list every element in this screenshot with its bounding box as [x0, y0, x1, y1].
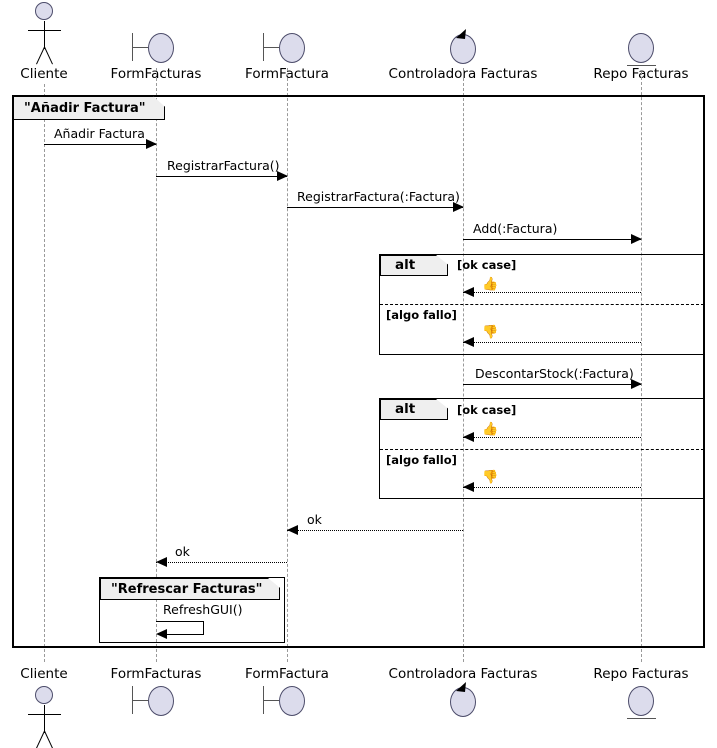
self-message-line-top	[156, 621, 204, 622]
lifeline-controladora	[463, 68, 464, 662]
participant-label-repo-facturas-bottom: Repo Facturas	[593, 666, 689, 682]
arrow-head-left	[287, 525, 298, 535]
message-label-thumbs-up: 👍	[482, 277, 499, 292]
message-line-registrarfactura	[156, 176, 287, 177]
alt-divider-2	[380, 449, 704, 450]
fragment-alt-2	[379, 398, 705, 499]
message-label-registrarfactura-factura: RegistrarFactura(:Factura)	[297, 189, 460, 204]
arrow-head-left	[156, 629, 167, 639]
arrow-head-right	[146, 139, 157, 149]
participant-label-formfacturas-bottom: FormFacturas	[110, 666, 202, 682]
boundary-icon	[262, 33, 314, 65]
arrow-head-right	[453, 202, 464, 212]
fragment-anadir-factura	[12, 95, 705, 648]
actor-stick-figure-icon	[28, 686, 61, 748]
message-line-ok-return-2	[463, 437, 641, 438]
entity-icon	[627, 686, 658, 722]
actor-stick-figure-icon	[28, 2, 61, 65]
lifeline-formfactura	[287, 68, 288, 662]
message-line-anadir-factura	[44, 144, 156, 145]
alt-divider-1	[380, 304, 704, 305]
participant-label-formfactura-bottom: FormFactura	[245, 666, 329, 682]
message-label-anadir-factura: Añadir Factura	[54, 126, 145, 141]
boundary-icon	[262, 686, 314, 718]
guard-ok-case-2: [ok case]	[457, 403, 517, 417]
arrow-head-left	[463, 432, 474, 442]
message-line-fail-return-2	[463, 487, 641, 488]
arrow-head-right	[277, 171, 288, 181]
entity-icon	[627, 33, 658, 69]
lifeline-formfacturas	[156, 68, 157, 662]
message-line-ok-1	[287, 530, 463, 531]
arrow-head-left	[463, 482, 474, 492]
message-label-thumbs-down: 👎	[482, 325, 499, 340]
message-label-ok-2: ok	[175, 544, 190, 559]
control-icon	[449, 29, 483, 65]
guard-ok-case-1: [ok case]	[457, 258, 517, 272]
participant-label-controladora-facturas: Controladora Facturas	[388, 66, 538, 82]
arrow-head-left	[463, 287, 474, 297]
message-label-thumbs-up: 👍	[482, 422, 499, 437]
arrow-head-right	[631, 234, 642, 244]
message-label-ok-1: ok	[307, 512, 322, 527]
fragment-label-refrescar-facturas: "Refrescar Facturas"	[100, 578, 280, 600]
message-line-registrarfactura-factura	[287, 207, 463, 208]
participant-label-controladora-facturas-bottom: Controladora Facturas	[388, 666, 538, 682]
message-line-fail-return-1	[463, 342, 641, 343]
participant-label-cliente-bottom: Cliente	[20, 666, 68, 682]
boundary-icon	[131, 33, 183, 65]
control-icon	[449, 682, 483, 718]
message-label-refreshgui: RefreshGUI()	[163, 602, 243, 617]
fragment-label-alt-1: alt	[380, 255, 448, 276]
fragment-label-alt-2: alt	[380, 399, 448, 420]
fragment-label-anadir-factura: "Añadir Factura"	[13, 96, 165, 120]
self-message-line-right	[203, 621, 204, 635]
lifeline-repofacturas	[641, 72, 642, 662]
participant-label-repo-facturas: Repo Facturas	[593, 66, 689, 82]
lifeline-cliente	[44, 84, 45, 662]
message-label-thumbs-down: 👎	[482, 470, 499, 485]
arrow-head-left	[463, 337, 474, 347]
message-line-descontarstock	[463, 384, 641, 385]
message-line-add-factura	[463, 239, 641, 240]
message-label-descontarstock: DescontarStock(:Factura)	[475, 366, 634, 381]
message-line-ok-return-1	[463, 292, 641, 293]
arrow-head-right	[631, 379, 642, 389]
participant-label-cliente: Cliente	[20, 66, 68, 82]
self-message-line-bottom	[166, 634, 204, 635]
guard-algo-fallo-1: [algo fallo]	[386, 308, 457, 322]
boundary-icon	[131, 686, 183, 718]
guard-algo-fallo-2: [algo fallo]	[386, 453, 457, 467]
fragment-refrescar-facturas	[99, 577, 285, 643]
fragment-alt-1	[379, 254, 705, 355]
message-label-add-factura: Add(:Factura)	[473, 221, 558, 236]
message-label-registrarfactura: RegistrarFactura()	[167, 158, 280, 173]
message-line-ok-2	[156, 562, 287, 563]
arrow-head-left	[156, 557, 167, 567]
